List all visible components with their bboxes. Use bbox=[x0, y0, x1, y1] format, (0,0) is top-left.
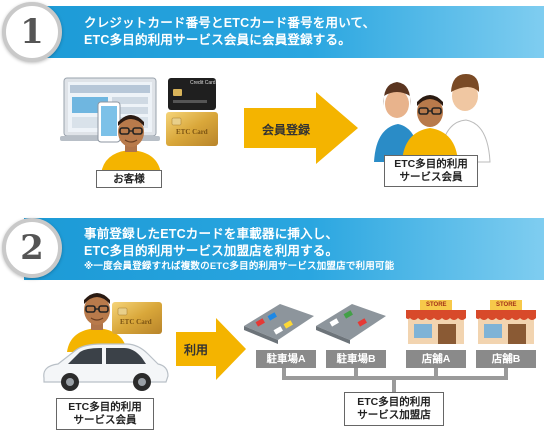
step-2-number: 2 bbox=[2, 218, 62, 278]
member-label-step-1-line-1: ETC多目的利用 bbox=[394, 158, 468, 170]
step-1-number: 1 bbox=[2, 2, 62, 62]
credit-card-icon bbox=[168, 78, 216, 110]
step-2-note: ※一度会員登録すれば複数のETC多目的利用サービス加盟店で利用可能 bbox=[84, 261, 395, 272]
use-arrow-label: 利用 bbox=[184, 343, 209, 357]
parking-lot-a-illustration bbox=[244, 304, 314, 344]
store-b-sign: STORE bbox=[496, 302, 517, 308]
step-2-banner: 事前登録したETCカードを車載器に挿入し、 ETC多目的利用サービス加盟店を利用… bbox=[24, 218, 544, 280]
member-label-step-2: ETC多目的利用 サービス会員 bbox=[56, 398, 154, 430]
store-b-illustration bbox=[476, 300, 536, 344]
member-label-step-2-line-2: サービス会員 bbox=[73, 414, 137, 426]
step-1-line-2: ETC多目的利用サービス会員に会員登録する。 bbox=[84, 33, 351, 47]
parking-lot-b-illustration bbox=[316, 304, 386, 344]
step-2-line-2: ETC多目的利用サービス加盟店を利用する。 bbox=[84, 244, 339, 258]
car-icon bbox=[43, 343, 169, 391]
customer-person bbox=[101, 115, 161, 174]
store-a-sign: STORE bbox=[426, 302, 447, 308]
use-arrow bbox=[176, 318, 246, 380]
register-arrow-label: 会員登録 bbox=[262, 123, 311, 137]
etc-card-text-step-2: ETC Card bbox=[120, 318, 152, 326]
place-label-parking-b: 駐車場B bbox=[326, 350, 386, 368]
place-label-store-a: 店舗A bbox=[406, 350, 466, 368]
member-group-illustration bbox=[374, 74, 491, 163]
place-label-store-b: 店舗B bbox=[476, 350, 536, 368]
member-store-group-label-line-2: サービス加盟店 bbox=[357, 409, 431, 421]
step-1-line-1: クレジットカード番号とETCカード番号を用いて、 bbox=[84, 16, 376, 30]
store-a-illustration bbox=[406, 300, 466, 344]
step-1-banner: クレジットカード番号とETCカード番号を用いて、 ETC多目的利用サービス会員に… bbox=[24, 6, 544, 58]
credit-card-text: Credit Card bbox=[190, 80, 216, 86]
place-label-parking-a: 駐車場A bbox=[256, 350, 316, 368]
etc-card-text: ETC Card bbox=[176, 128, 208, 136]
step-2-line-1: 事前登録したETCカードを車載器に挿入し、 bbox=[84, 227, 339, 241]
member-store-group-label-line-1: ETC多目的利用 bbox=[357, 396, 431, 408]
step-1-text: クレジットカード番号とETCカード番号を用いて、 ETC多目的利用サービス会員に… bbox=[84, 15, 375, 49]
member-label-step-1-line-2: サービス会員 bbox=[399, 171, 463, 183]
member-store-group-label: ETC多目的利用 サービス加盟店 bbox=[344, 392, 444, 426]
member-label-step-1: ETC多目的利用 サービス会員 bbox=[384, 155, 478, 187]
etc-card-icon-step-2 bbox=[112, 302, 162, 334]
etc-card-icon bbox=[166, 112, 218, 146]
register-arrow bbox=[244, 92, 358, 164]
customer-label: お客様 bbox=[96, 170, 162, 188]
step-2-text: 事前登録したETCカードを車載器に挿入し、 ETC多目的利用サービス加盟店を利用… bbox=[84, 226, 394, 274]
member-label-step-2-line-1: ETC多目的利用 bbox=[68, 401, 142, 413]
